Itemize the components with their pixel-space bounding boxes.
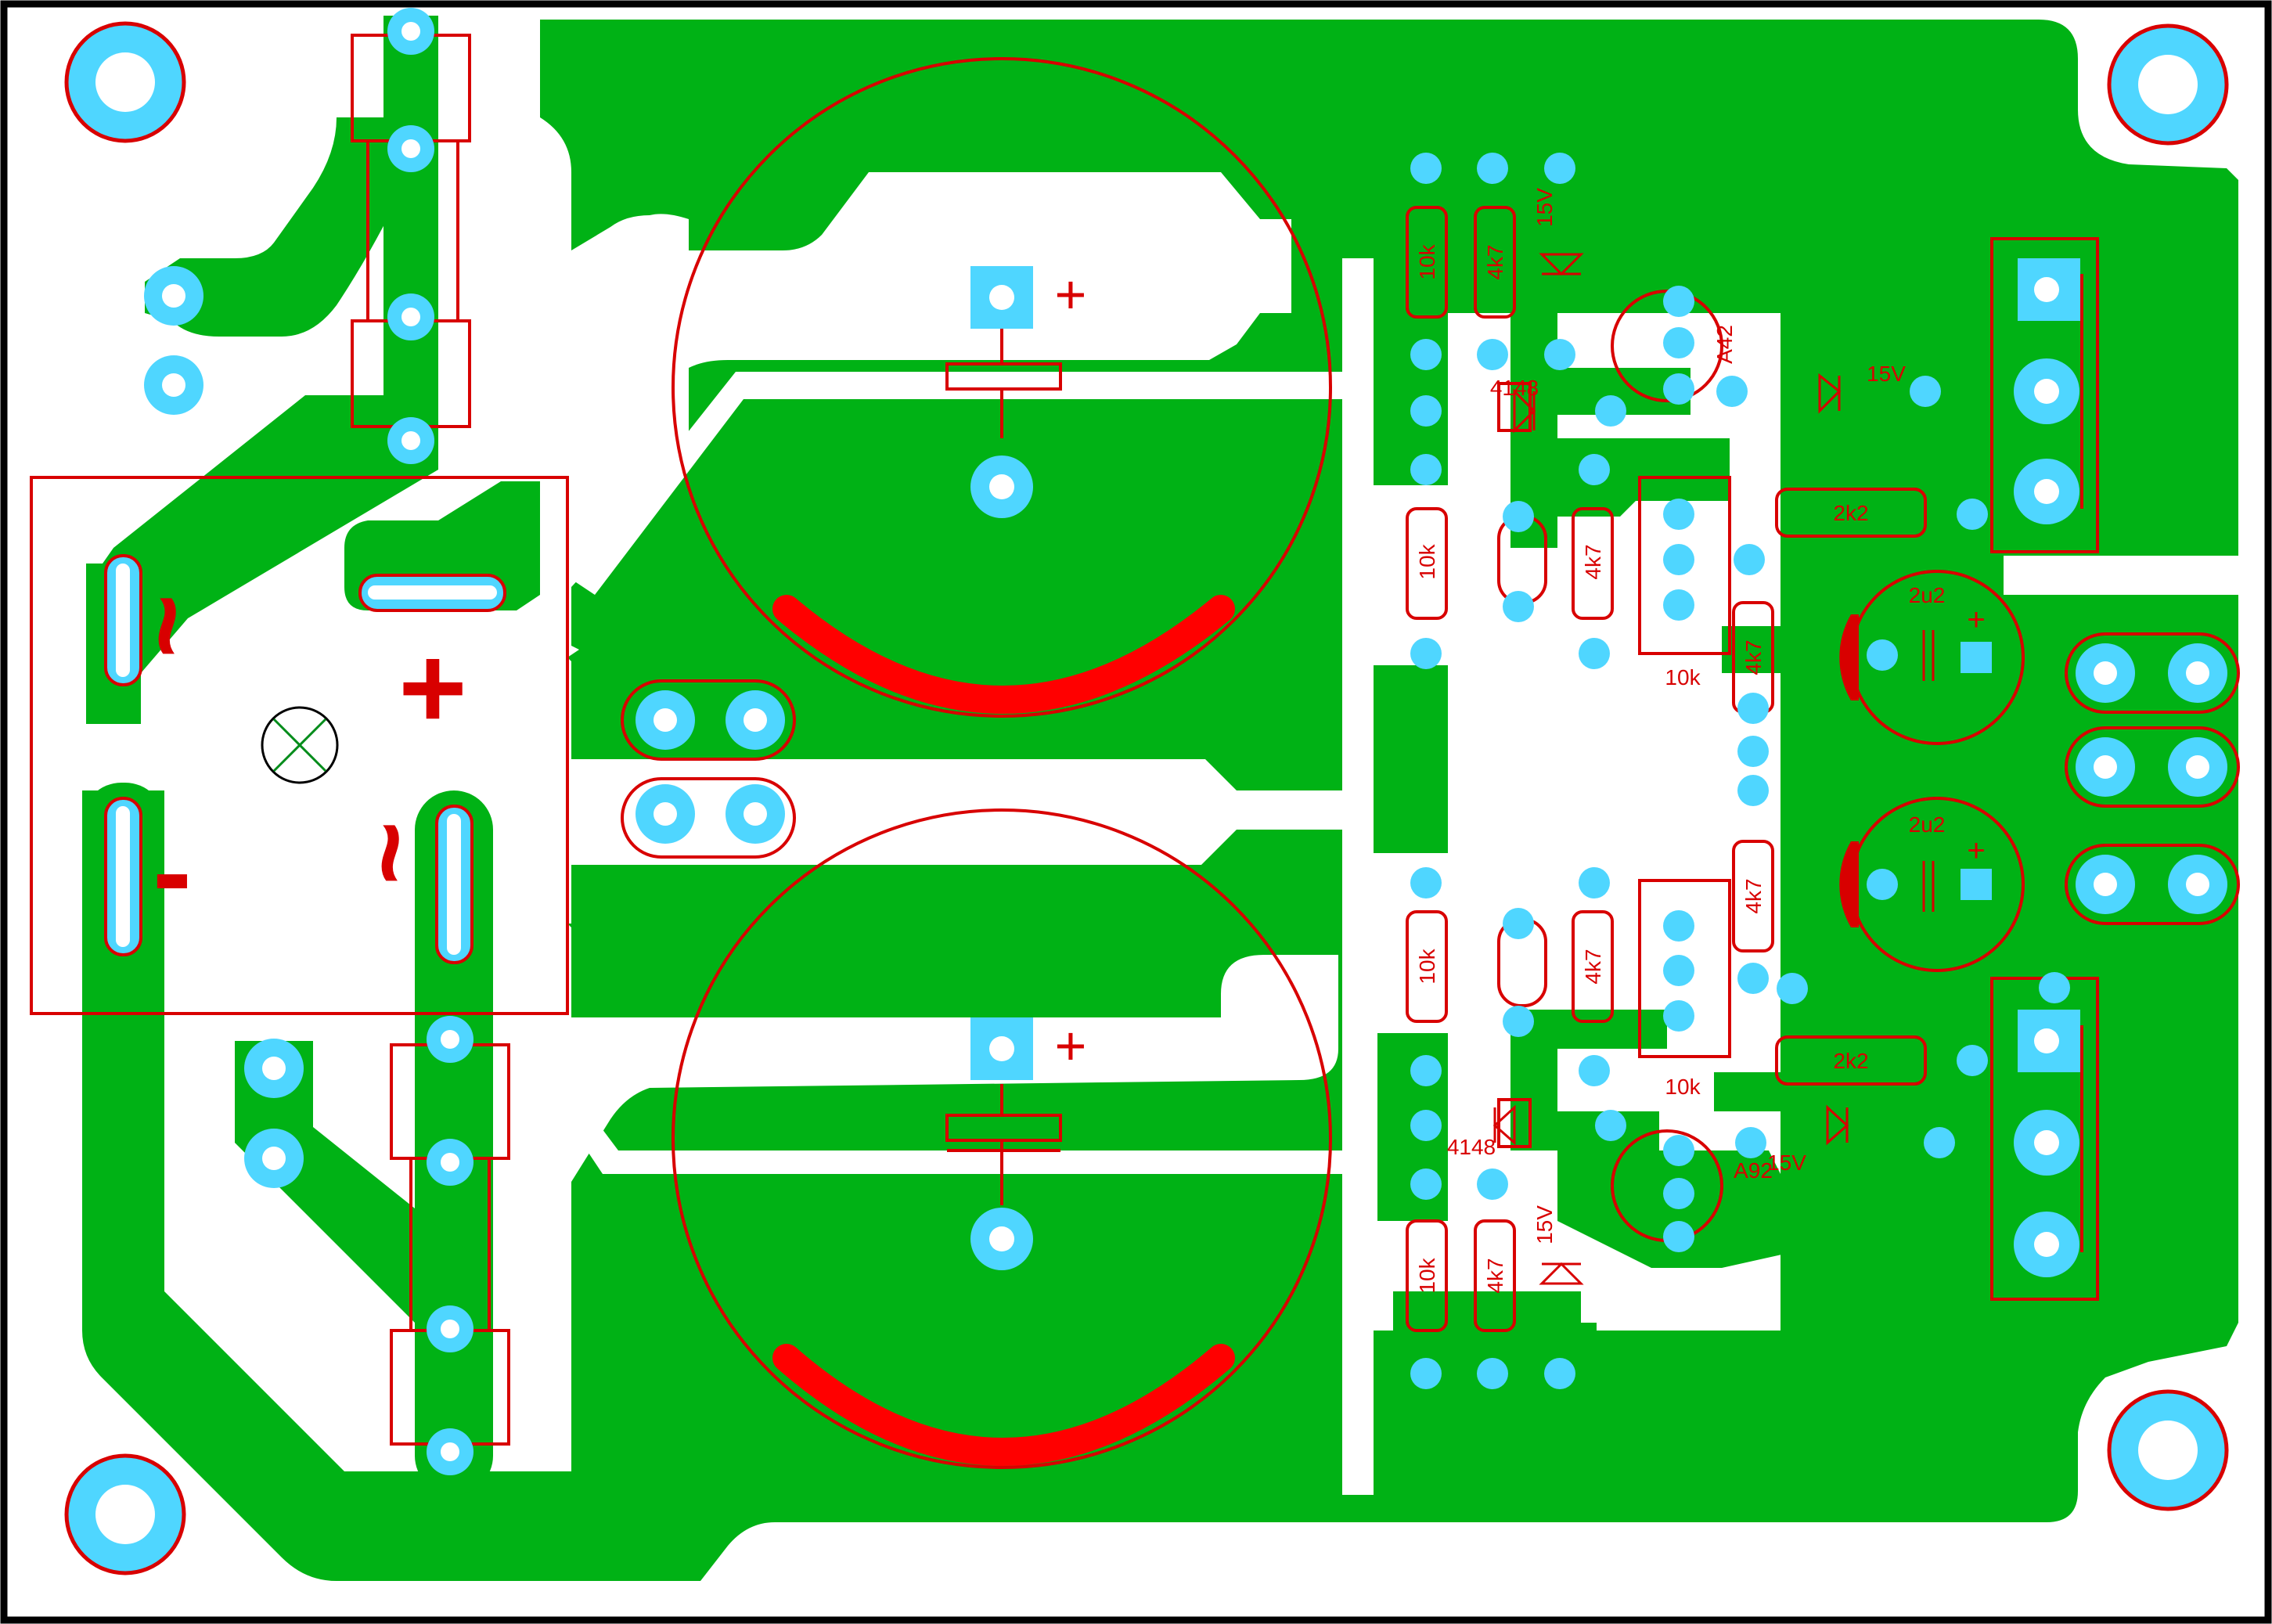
trace-ac-top bbox=[145, 16, 438, 337]
label-trim-bottom: 10k bbox=[1665, 1075, 1701, 1099]
bridge-symbols: + - ~ ~ + + + + bbox=[104, 264, 1986, 1076]
bridge-slot-pads bbox=[104, 554, 506, 964]
label-r-mid-top: 10k bbox=[1415, 543, 1439, 579]
label-transistor-bottom: A92 bbox=[1734, 1158, 1773, 1183]
cap-top-plus: + bbox=[1055, 264, 1087, 325]
bridge-minus-symbol: - bbox=[153, 805, 192, 937]
label-r-2k2-bottom: 2k2 bbox=[1833, 1049, 1868, 1073]
small-pads bbox=[1410, 153, 2070, 1389]
label-transistor-top: A42 bbox=[1712, 325, 1737, 364]
mount-hole-top-right bbox=[2107, 23, 2229, 146]
label-r-4k7-d: 4k7 bbox=[1581, 949, 1605, 984]
bridge-plus-symbol: + bbox=[398, 621, 467, 753]
cap-bottom-outline bbox=[672, 808, 1332, 1469]
diode-symbols bbox=[1492, 253, 1935, 1285]
mounting-holes bbox=[64, 21, 2229, 1575]
label-cap-bottom: 2u2 bbox=[1909, 812, 1946, 837]
cutout-top-channel bbox=[571, 372, 1342, 595]
cap-small-bottom-plus: + bbox=[1967, 834, 1985, 868]
mount-hole-top-left bbox=[64, 21, 186, 143]
label-zener-top: 15V bbox=[1532, 188, 1557, 227]
label-r-bot-left: 10k bbox=[1415, 1257, 1439, 1293]
mount-hole-bottom-right bbox=[2107, 1389, 2229, 1511]
label-zener-right-top: 15V bbox=[1867, 362, 1906, 386]
label-r-4k7-c: 4k7 bbox=[1741, 878, 1766, 913]
cutout-mid-channel bbox=[571, 1119, 1342, 1174]
label-r-top-mid: 4k7 bbox=[1483, 244, 1507, 279]
bridge-outline bbox=[30, 476, 569, 1015]
label-r-mid-bottom: 10k bbox=[1415, 948, 1439, 984]
label-r-top-left: 10k bbox=[1415, 243, 1439, 279]
label-zener-right-bottom: 15V bbox=[1767, 1150, 1806, 1175]
cap-small-top-plus: + bbox=[1967, 603, 1985, 637]
cap-top-outline bbox=[672, 57, 1332, 718]
small-cap-polarity bbox=[1839, 614, 1859, 927]
label-zener-bottom: 15V bbox=[1532, 1205, 1557, 1244]
label-cap-top: 2u2 bbox=[1909, 583, 1946, 607]
cap-bottom-plus: + bbox=[1055, 1015, 1087, 1076]
pads-layer bbox=[64, 8, 2229, 1575]
copper-right-network bbox=[1374, 266, 2051, 1370]
label-diode-bottom: 4148 bbox=[1447, 1135, 1496, 1159]
bridge-center-mark bbox=[261, 706, 339, 784]
pad-holes bbox=[162, 22, 2209, 1461]
bridge-ac-tilde-1: ~ bbox=[104, 594, 227, 658]
label-r-4k7-a: 4k7 bbox=[1581, 544, 1605, 579]
bridge-ac-tilde-2: ~ bbox=[327, 821, 450, 885]
label-r-bot-mid: 4k7 bbox=[1483, 1258, 1507, 1293]
mount-hole-bottom-left bbox=[64, 1453, 186, 1575]
label-r-2k2-top: 2k2 bbox=[1833, 501, 1868, 525]
label-r-4k7-b: 4k7 bbox=[1741, 639, 1766, 675]
component-labels: 10k 4k7 15V 4148 A42 15V 2k2 10k 4k7 10k… bbox=[1415, 188, 1945, 1294]
cap-polarity-arcs bbox=[772, 595, 1235, 1466]
label-trim-top: 10k bbox=[1665, 665, 1701, 690]
